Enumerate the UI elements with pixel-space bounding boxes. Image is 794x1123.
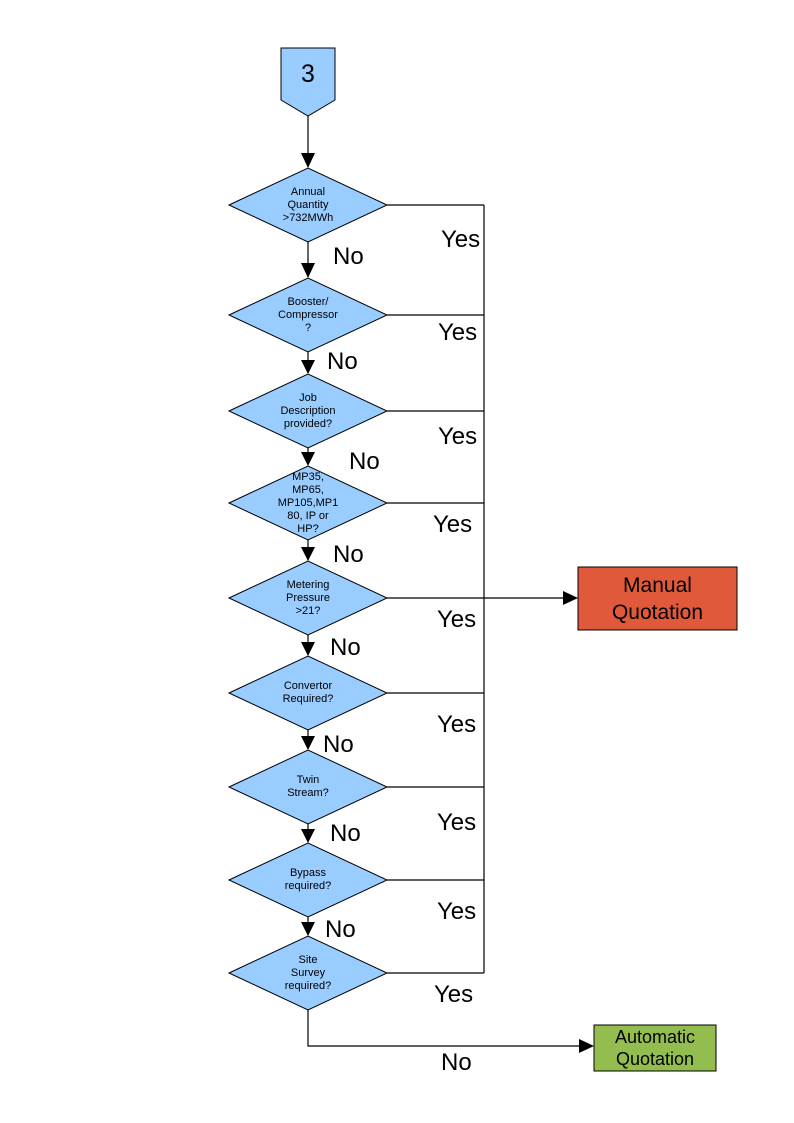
decision-label-meter-module: MP35, MP65, MP105,MP1 80, IP or HP? xyxy=(277,470,339,535)
decision-label-booster-compressor: Booster/ Compressor ? xyxy=(278,295,338,334)
off-page-connector-shape xyxy=(280,47,336,117)
no-label-meter-module: No xyxy=(333,541,364,568)
connector-lines xyxy=(307,116,580,1047)
arrowhead-start-to-d1 xyxy=(301,153,315,168)
decision-label-twin-stream: Twin Stream? xyxy=(287,774,329,799)
decision-diamond-meter-module xyxy=(227,465,389,541)
decision-label-metering-pressure: Metering Pressure >21? xyxy=(285,578,331,617)
arrowhead-d6-d7 xyxy=(301,736,315,750)
no-label-site-survey: No xyxy=(441,1049,472,1076)
decision-diamond-convertor xyxy=(227,655,389,731)
decision-diamond-twin-stream xyxy=(227,749,389,825)
decision-label-job-description: Job Description provided? xyxy=(280,391,336,430)
decision-label-bypass: Bypass required? xyxy=(284,867,332,892)
yes-label-annual-quantity: Yes xyxy=(441,226,481,253)
off-page-connector-label: 3 xyxy=(301,59,315,88)
yes-label-meter-module: Yes xyxy=(433,511,473,538)
arrowheads xyxy=(301,153,594,1053)
decision-label-convertor: Convertor Required? xyxy=(282,680,334,705)
decision-diamond-annual-quantity xyxy=(227,167,389,243)
no-label-convertor: No xyxy=(323,731,354,758)
manual-quotation-label: Manual Quotation xyxy=(611,573,704,624)
decision-diamond-booster-compressor xyxy=(227,277,389,353)
automatic-arrow-line xyxy=(307,1010,580,1047)
automatic-quotation-label: Automatic Quotation xyxy=(614,1027,696,1069)
decision-diamond-site-survey xyxy=(227,935,389,1011)
manual-quotation-box xyxy=(577,566,738,631)
yes-label-site-survey: Yes xyxy=(434,981,474,1008)
no-label-bypass: No xyxy=(325,916,356,943)
no-label-twin-stream: No xyxy=(330,820,361,847)
decision-label-annual-quantity: Annual Quantity >732MWh xyxy=(282,185,334,224)
arrowhead-d5-d6 xyxy=(301,642,315,656)
arrowhead-d2-d3 xyxy=(301,360,315,374)
decision-diamond-job-description xyxy=(227,373,389,449)
arrowhead-d3-d4 xyxy=(301,452,315,466)
no-label-annual-quantity: No xyxy=(333,243,364,270)
arrowhead-d7-d8 xyxy=(301,829,315,843)
no-label-job-description: No xyxy=(349,448,380,475)
yes-label-job-description: Yes xyxy=(438,423,478,450)
arrowhead-automatic xyxy=(579,1039,594,1053)
no-label-booster-compressor: No xyxy=(327,348,358,375)
decision-diamond-metering-pressure xyxy=(227,560,389,636)
no-label-metering-pressure: No xyxy=(330,634,361,661)
shapes xyxy=(227,47,738,1072)
arrowhead-manual xyxy=(563,591,578,605)
yes-label-bypass: Yes xyxy=(437,898,477,925)
decision-diamond-bypass xyxy=(227,842,389,918)
decision-label-site-survey: Site Survey required? xyxy=(284,953,332,992)
yes-label-convertor: Yes xyxy=(437,711,477,738)
arrowhead-d8-d9 xyxy=(301,922,315,936)
yes-label-metering-pressure: Yes xyxy=(437,606,477,633)
arrowhead-d4-d5 xyxy=(301,547,315,561)
yes-label-twin-stream: Yes xyxy=(437,809,477,836)
yes-label-booster-compressor: Yes xyxy=(438,319,478,346)
automatic-quotation-box xyxy=(593,1024,717,1072)
arrowhead-d1-d2 xyxy=(301,263,315,278)
